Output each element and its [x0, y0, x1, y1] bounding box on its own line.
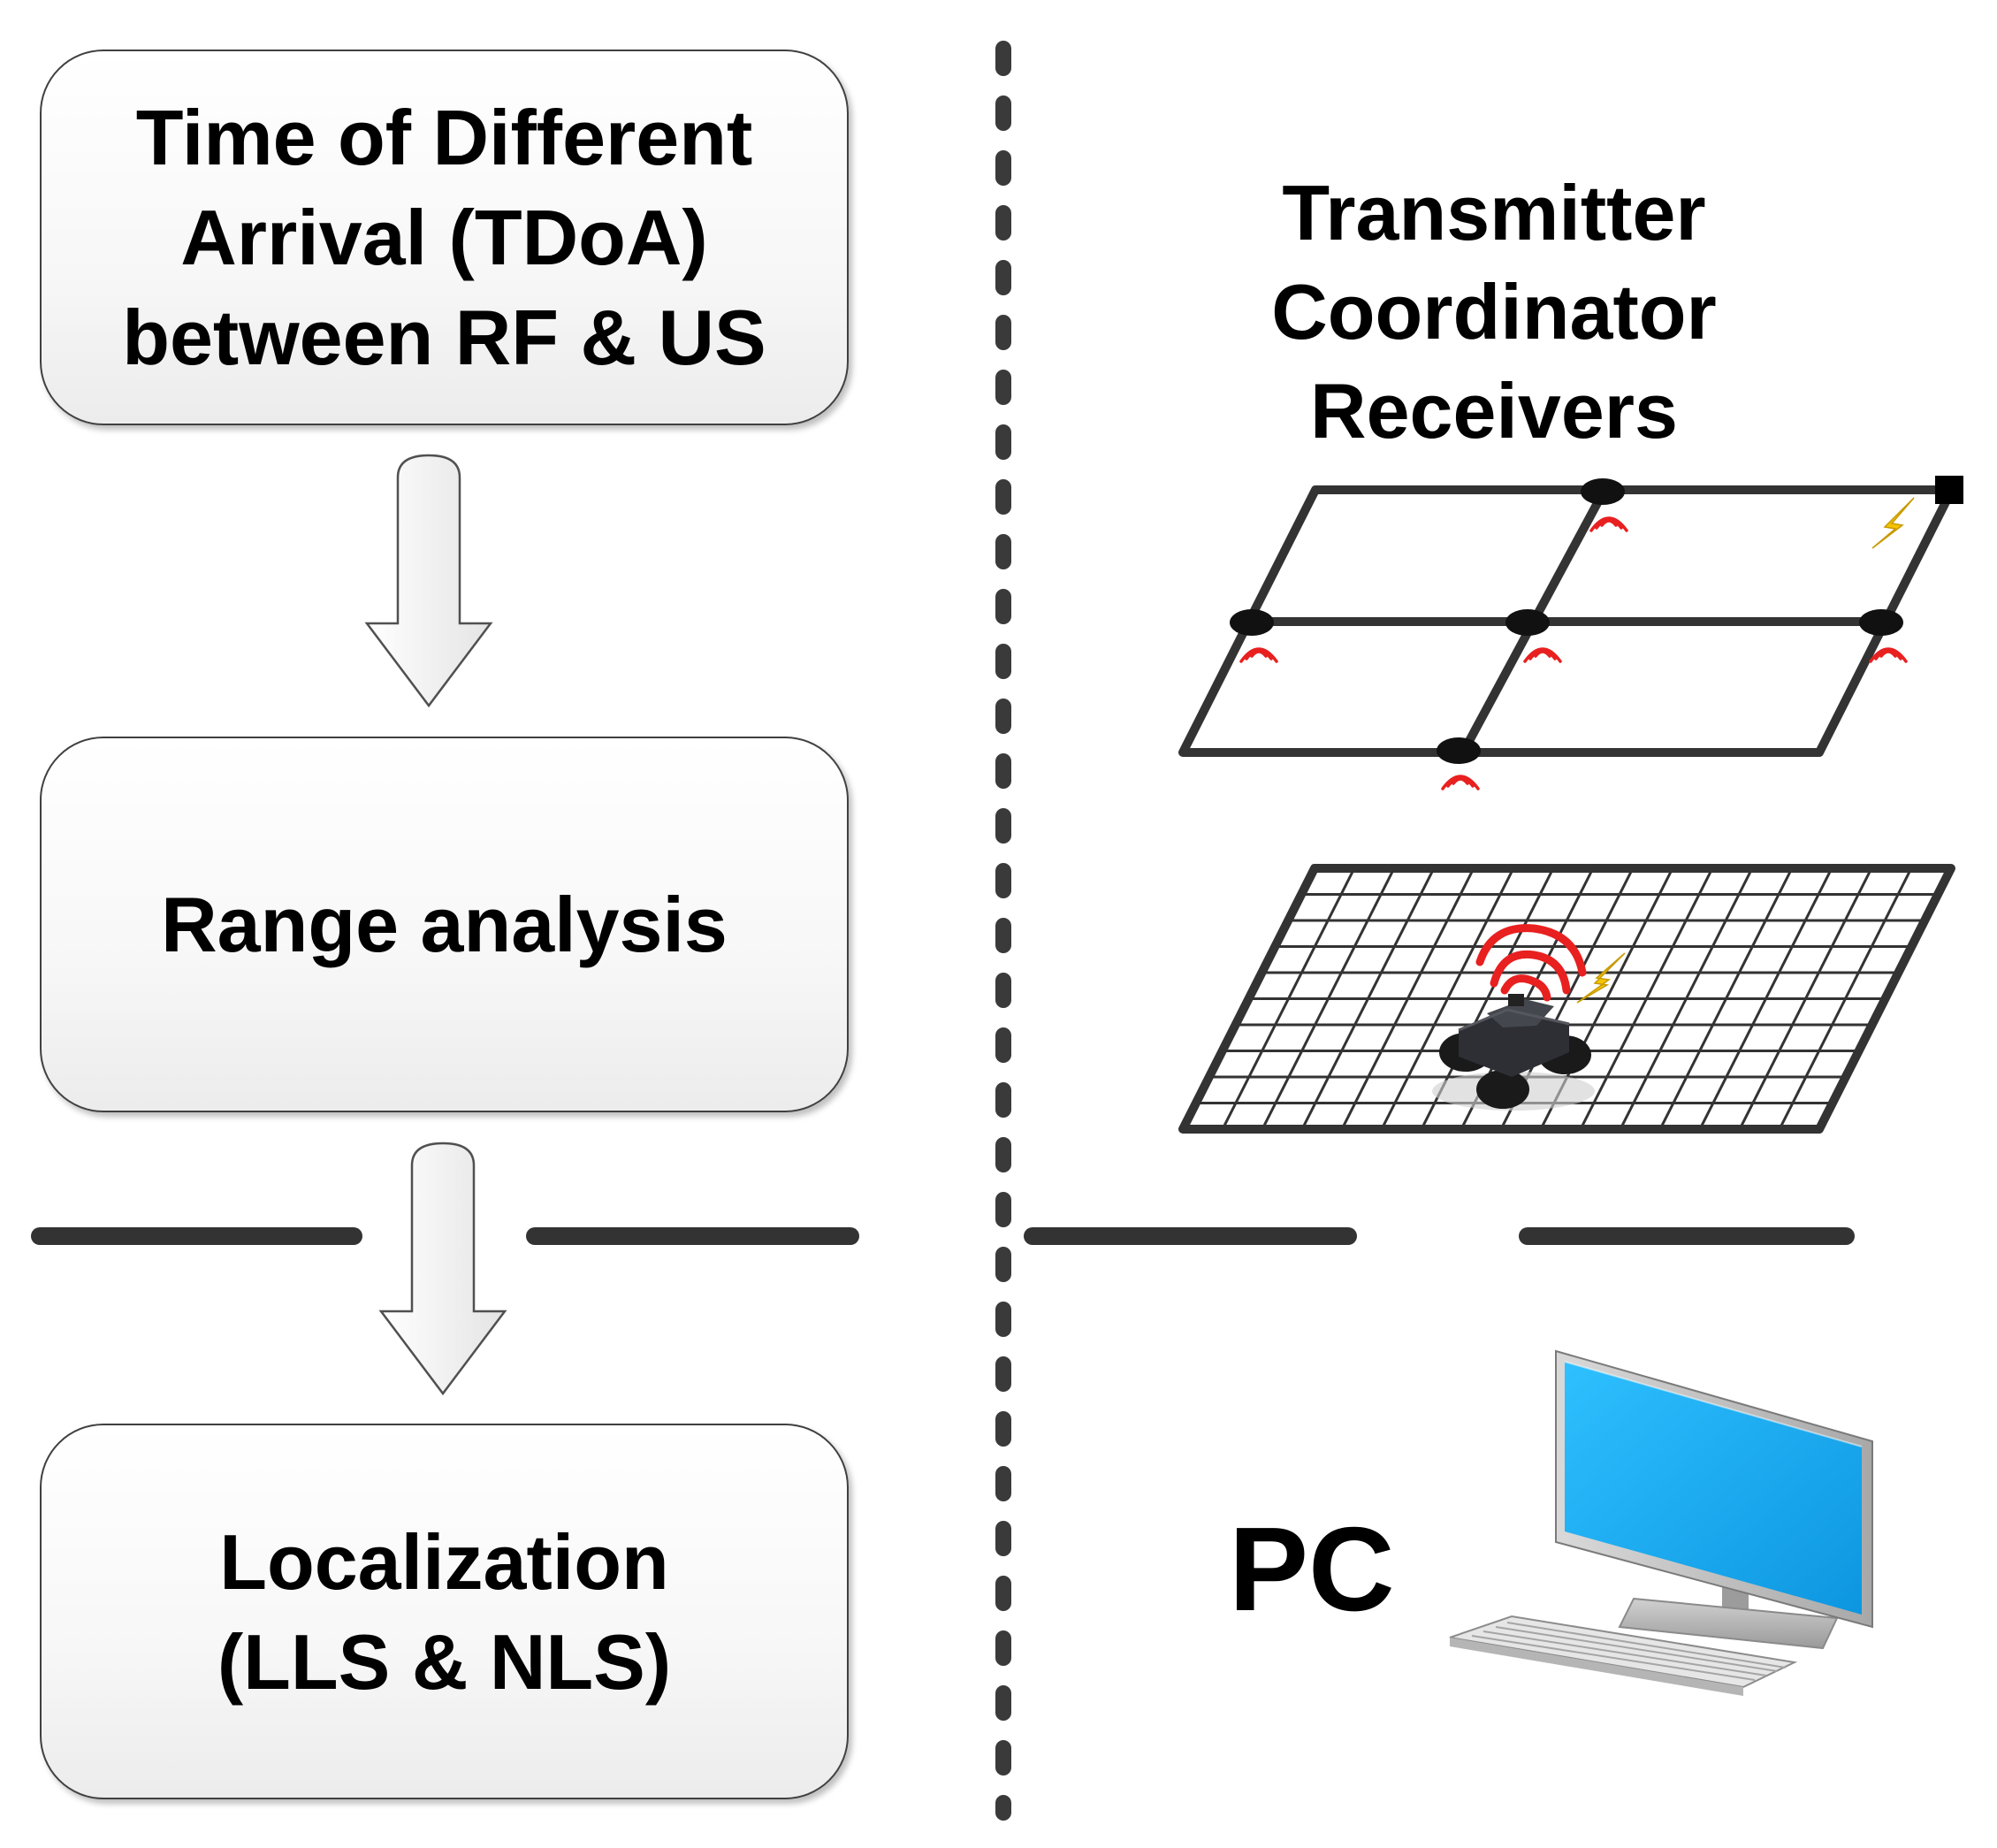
robot-icon — [1432, 994, 1595, 1111]
down-arrow-2 — [378, 1142, 507, 1396]
lightning-icon — [1871, 497, 1915, 549]
pc-label: PC — [1229, 1502, 1395, 1636]
signal-wave-icon — [1475, 924, 1587, 1002]
tdoa-step-box: Time of Different Arrival (TDoA) between… — [40, 50, 849, 425]
receiver-node — [1581, 478, 1625, 505]
tdoa-step-label: Time of Different Arrival (TDoA) between… — [122, 94, 766, 381]
range-analysis-label: Range analysis — [161, 881, 728, 968]
lightning-icon — [1576, 952, 1626, 1004]
receiver-node — [1859, 609, 1903, 636]
receiver-node — [1230, 609, 1274, 636]
range-analysis-box: Range analysis — [40, 737, 849, 1112]
device-roles-label: Transmitter Coordinator Receivers — [1271, 169, 1717, 454]
localization-label: Localization (LLS & NLS) — [217, 1517, 672, 1706]
receiver-node — [1437, 737, 1481, 764]
down-arrow-1 — [364, 454, 493, 708]
floor-grid — [1178, 864, 1955, 1134]
pc-icon — [1449, 1349, 1873, 1696]
localization-box: Localization (LLS & NLS) — [40, 1424, 849, 1799]
receiver-grid — [1178, 476, 1963, 790]
receiver-node — [1505, 609, 1550, 636]
coordinator-node — [1935, 476, 1963, 504]
signal-wave-icon — [1239, 516, 1908, 790]
